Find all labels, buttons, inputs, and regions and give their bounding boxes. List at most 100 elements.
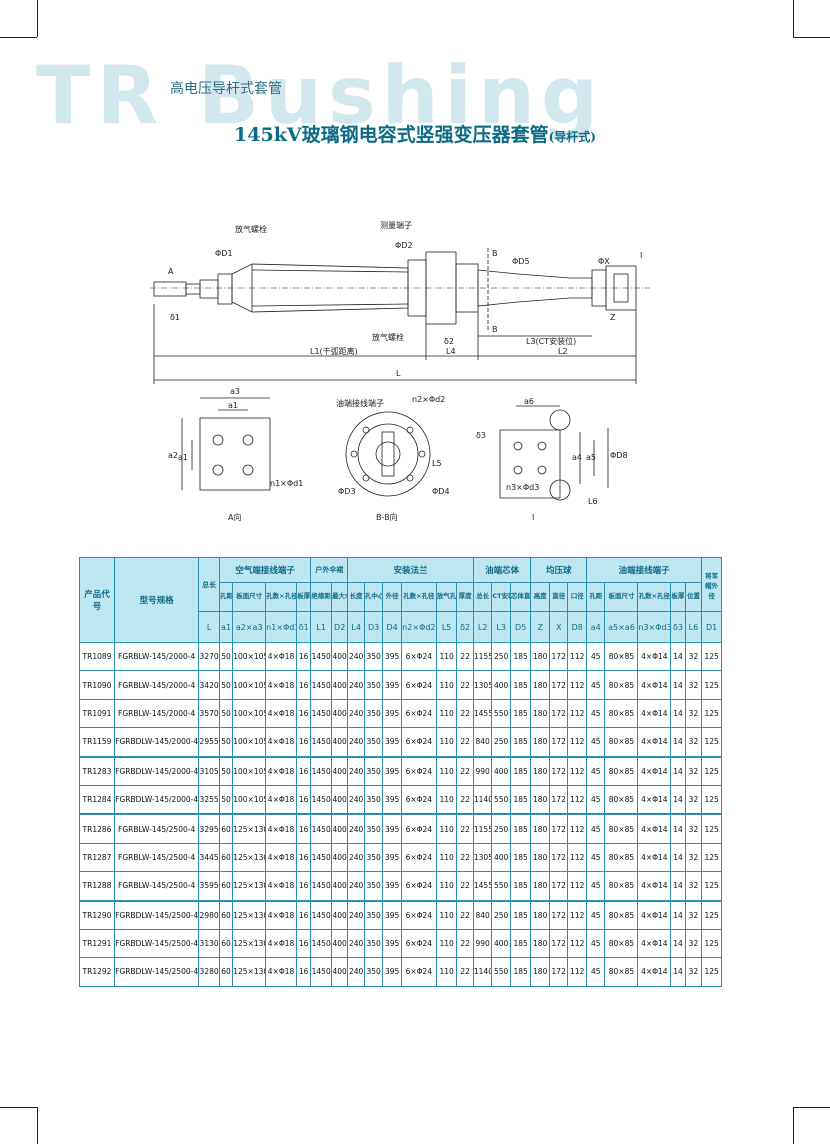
table-cell: 112 (567, 813, 587, 844)
table-cell: 112 (567, 698, 587, 729)
symbol-cell: X (548, 611, 569, 643)
table-cell: 110 (435, 698, 458, 729)
table-cell: 125 (701, 755, 722, 786)
table-cell: 180 (530, 670, 550, 700)
table-cell: 6×Φ24 (400, 698, 437, 729)
table-cell: 32 (684, 957, 703, 987)
table-cell: 172 (548, 755, 569, 786)
table-cell: 60 (218, 899, 234, 930)
table-cell: 16 (295, 698, 312, 729)
table-cell: 1450 (310, 957, 332, 987)
table-cell: 4×Φ18 (265, 784, 297, 815)
table-cell: 125 (701, 957, 722, 987)
table-cell: 350 (363, 899, 384, 930)
table-cell: 110 (435, 755, 458, 786)
table-cell: 4×Φ14 (637, 899, 672, 930)
table-cell: 172 (548, 784, 569, 815)
table-cell: 240 (347, 842, 365, 873)
table-cell: 112 (567, 957, 587, 987)
table-cell: 395 (382, 899, 402, 930)
table-cell: 4×Φ18 (265, 755, 297, 786)
header-shed: 户外伞裙 (310, 557, 349, 583)
table-cell: 60 (218, 813, 234, 844)
table-cell: 32 (684, 670, 703, 700)
table-cell: 45 (585, 784, 606, 815)
table-cell: 395 (382, 727, 402, 758)
table-cell: TR1159 (79, 727, 115, 758)
symbol-cell: D3 (363, 611, 384, 643)
table-cell: 172 (548, 727, 569, 758)
symbol-cell: D8 (567, 611, 587, 643)
label-l6: L6 (588, 497, 598, 506)
symbol-cell: L5 (435, 611, 458, 643)
table-cell: 240 (347, 755, 365, 786)
table-cell: 6×Φ24 (400, 755, 437, 786)
table-cell: 22 (456, 813, 474, 844)
table-cell: FGRBLW-145/2500-4 (113, 871, 200, 902)
symbol-cell: δ1 (295, 611, 312, 643)
table-cell: 250 (491, 899, 511, 930)
table-cell: 172 (548, 928, 569, 959)
table-cell: 80×85 (604, 813, 639, 844)
table-cell: 16 (295, 670, 312, 700)
table-cell: 125 (701, 698, 722, 729)
table-cell: 100×105 (232, 698, 267, 729)
table-cell: 6×Φ24 (400, 928, 437, 959)
table-cell: 1450 (310, 928, 332, 959)
table-cell: 550 (491, 784, 511, 815)
sub-header-cell: 直径 (548, 582, 569, 612)
symbol-cell: L3 (491, 611, 511, 643)
label-oil-terminal: 油端接线端子 (336, 398, 384, 408)
table-cell: 4×Φ14 (637, 957, 672, 987)
table-cell: TR1290 (79, 899, 115, 930)
table-cell: 4×Φ18 (265, 670, 297, 700)
table-cell: 80×85 (604, 641, 639, 672)
table-cell: 172 (548, 670, 569, 700)
table-cell: 22 (456, 928, 474, 959)
table-cell: 180 (530, 755, 550, 786)
table-cell: 16 (295, 957, 312, 987)
table-cell: 3295 (198, 813, 220, 844)
table-cell: 4×Φ14 (637, 813, 672, 844)
table-cell: TR1284 (79, 784, 115, 815)
table-cell: 550 (491, 957, 511, 987)
label-phi-d1: ΦD1 (215, 249, 233, 258)
table-cell: 350 (363, 755, 384, 786)
table-cell: 4×Φ18 (265, 813, 297, 844)
table-cell: 125 (701, 842, 722, 873)
label-view-i: I (532, 513, 534, 522)
table-cell: 400 (330, 899, 349, 930)
table-cell: 180 (530, 899, 550, 930)
label-l4: L4 (446, 347, 456, 356)
table-cell: 50 (218, 727, 234, 758)
table-cell: 400 (330, 871, 349, 902)
sub-header-cell: 口径 (567, 582, 587, 612)
table-cell: 32 (684, 899, 703, 930)
table-cell: 1450 (310, 899, 332, 930)
sub-header-cell: 板厚 (670, 582, 686, 612)
symbol-cell: L4 (347, 611, 365, 643)
table-cell: 395 (382, 813, 402, 844)
symbol-cell: D1 (701, 611, 722, 643)
table-cell: 395 (382, 670, 402, 700)
table-cell: TR1286 (79, 813, 115, 844)
sub-header-cell: 高度 (530, 582, 550, 612)
table-cell: 400 (330, 698, 349, 729)
symbol-cell: a1 (218, 611, 234, 643)
table-cell: 400 (491, 670, 511, 700)
table-cell: 110 (435, 928, 458, 959)
table-cell: 14 (670, 871, 686, 902)
header-oil-terminal: 油端接线端子 (585, 557, 703, 583)
table-cell: 4×Φ18 (265, 871, 297, 902)
table-cell: 22 (456, 641, 474, 672)
sub-header-cell: 厚度 (456, 582, 474, 612)
table-cell: 3105 (198, 755, 220, 786)
table-cell: 395 (382, 928, 402, 959)
sub-header-cell: 总长 (472, 582, 493, 612)
table-cell: 3255 (198, 784, 220, 815)
table-cell: 45 (585, 842, 606, 873)
sub-header-cell: 孔数×孔径 (265, 582, 297, 612)
sub-header-cell: 长度 (347, 582, 365, 612)
table-cell: 350 (363, 928, 384, 959)
